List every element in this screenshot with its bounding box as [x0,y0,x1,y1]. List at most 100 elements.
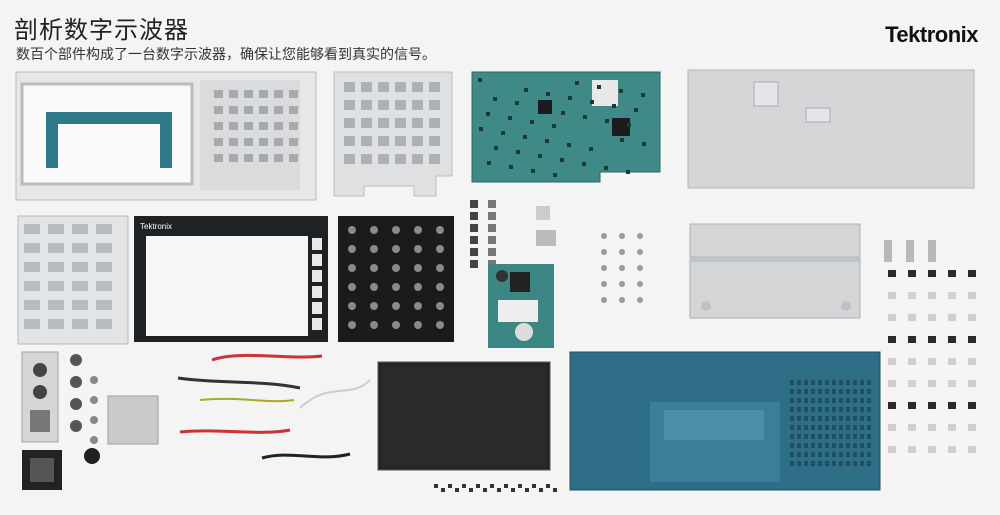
bead [539,488,543,492]
vent-slot [804,407,808,412]
small-part [470,236,478,244]
component [968,380,976,387]
top-shield-plate [687,69,975,189]
vent-slot [825,407,829,412]
screw [601,297,607,303]
vent-slot [825,434,829,439]
board-pad [348,321,356,329]
keypad-key [395,154,406,164]
main-pcb [471,71,661,183]
vent-slot [790,416,794,421]
vent-slot [804,461,808,466]
vent-slot [846,434,850,439]
vent-slot [853,452,857,457]
bead [490,484,494,488]
pcb-component [501,131,505,135]
vent-slot [818,452,822,457]
knob [90,436,98,444]
overlay-key [24,262,40,272]
vent-slot [797,461,801,466]
pcb-component [627,123,631,127]
vent-slot [846,461,850,466]
brand-logo: Tektronix [885,22,978,47]
pcb-component [524,88,528,92]
board-pad [392,226,400,234]
board-pad [370,283,378,291]
panel-hole [289,122,298,130]
vent-slot [839,380,843,385]
overlay-key [24,243,40,253]
pcb-component [560,158,564,162]
vent-slot [804,398,808,403]
vent-slot [804,380,808,385]
lcd-panel [377,361,551,471]
panel-hole [244,154,253,162]
small-part [488,248,496,256]
connector [884,240,892,262]
panel-hole [229,154,238,162]
vent-slot [818,398,822,403]
keypad-key [344,154,355,164]
vent-slot [825,389,829,394]
keypad-key [412,154,423,164]
vent-slot [860,425,864,430]
panel-hole [244,90,253,98]
screw [619,297,625,303]
vent-slot [804,452,808,457]
vent-slot [811,380,815,385]
overlay-key [96,300,112,310]
overlay-key [72,300,88,310]
keypad-key [344,100,355,110]
pcb-component [561,111,565,115]
pcb-component [523,135,527,139]
keypad-key [395,136,406,146]
vent-slot [867,407,871,412]
vent-slot [825,461,829,466]
panel-hole [274,106,283,114]
vent-slot [867,452,871,457]
panel-hole [214,154,223,162]
small-part [536,206,550,220]
vent-slot [860,380,864,385]
component [888,380,896,387]
board-pad [436,264,444,272]
board-pad [370,245,378,253]
overlay-key [48,319,64,329]
vent-slot [832,407,836,412]
overlay-key [48,281,64,291]
vent-slot [860,389,864,394]
bead [455,488,459,492]
component [928,380,936,387]
pcb-component [605,119,609,123]
vent-slot [804,416,808,421]
vent-slot [818,434,822,439]
chassis-bracket [689,223,861,319]
component [908,380,916,387]
vent-slot [811,389,815,394]
vent-slot [797,425,801,430]
component [888,402,896,409]
vent-slot [853,434,857,439]
pcb-component [494,146,498,150]
knob [70,398,82,410]
vent-slot [846,443,850,448]
keypad-key [378,100,389,110]
board-pad [436,302,444,310]
panel-hole [229,138,238,146]
component [928,402,936,409]
vent-slot [797,443,801,448]
overlay-key [72,319,88,329]
panel-hole [214,90,223,98]
component [908,402,916,409]
vent-slot [825,443,829,448]
panel-hole [229,122,238,130]
vent-slot [804,443,808,448]
board-pad [392,264,400,272]
small-part [488,212,496,220]
component [928,292,936,299]
board-pad [348,283,356,291]
board-pad [414,283,422,291]
vent-slot [846,452,850,457]
bead [469,488,473,492]
